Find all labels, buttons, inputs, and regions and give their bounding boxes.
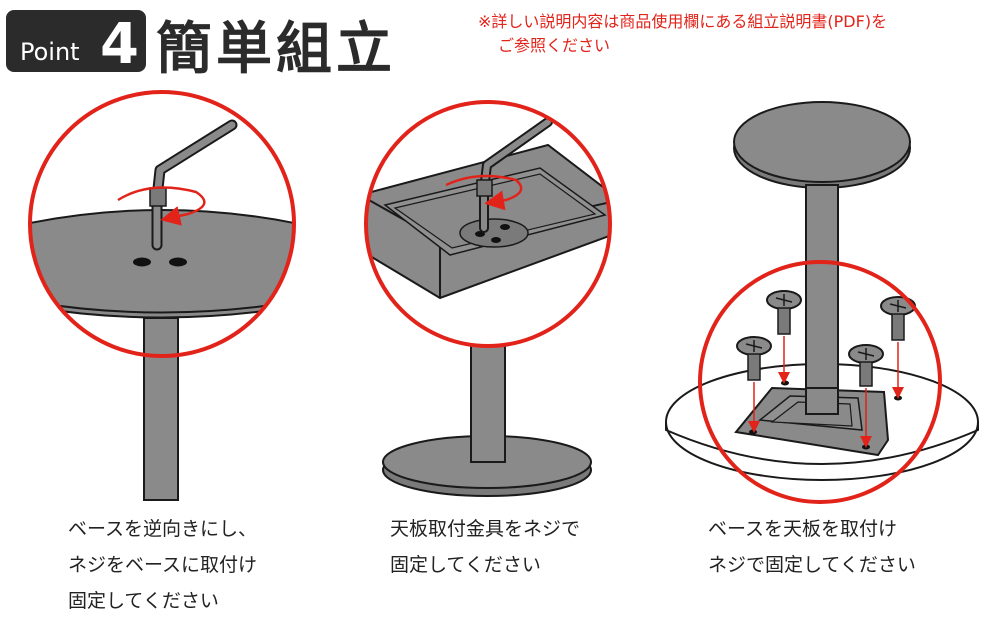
step3-zoom-circle [698,260,942,504]
step3-guide-arrows [748,336,904,448]
step1-leg [143,344,179,501]
page-title: 簡単組立 [156,17,396,82]
step3-caption-line: ベースを天板を取付け [708,518,898,540]
step1-caption-line: ネジをベースに取付け [68,554,258,576]
step1-screw-hole [133,257,151,267]
step2-rotate-arrow [445,174,523,211]
step1-caption-line: ベースを逆向きにし、 [68,518,258,540]
step2-caption: 天板取付金具をネジで 固定してください [390,511,580,583]
step1-screw-hole [169,257,187,267]
badge-word: Point [20,38,80,66]
step3-illustration [665,101,979,504]
step2-hex-key [481,119,551,231]
step1-caption: ベースを逆向きにし、 ネジをベースに取付け 固定してください [68,511,257,619]
step3-caption-line: ネジで固定してください [708,554,916,576]
step3-seat-disk [733,101,911,183]
step2-illustration [364,100,612,497]
step2-caption-line: 固定してください [390,554,541,576]
step3-pole [805,184,839,391]
point-badge: Point 4 [6,10,146,77]
step2-caption-line: 天板取付金具をネジで [390,518,581,540]
badge-number: 4 [100,12,139,77]
reference-note: ※詳しい説明内容は商品使用欄にある組立説明書(PDF)を ご参照ください [478,10,998,58]
step1-hex-key [153,121,236,249]
step1-zoom-circle [28,90,296,358]
step3-caption: ベースを天板を取付け ネジで固定してください [708,511,916,583]
step1-illustration [28,90,296,501]
step1-rotate-arrow [117,186,206,226]
step3-screw [766,290,802,335]
step3-screw [736,336,772,381]
note-line-1: ※詳しい説明内容は商品使用欄にある組立説明書(PDF)を [478,12,888,31]
step1-caption-line: 固定してください [68,590,219,612]
step1-base-plate [30,209,294,319]
note-line-2: ご参照ください [498,36,611,55]
step3-screw [848,344,884,387]
step2-zoom-circle [364,100,612,348]
